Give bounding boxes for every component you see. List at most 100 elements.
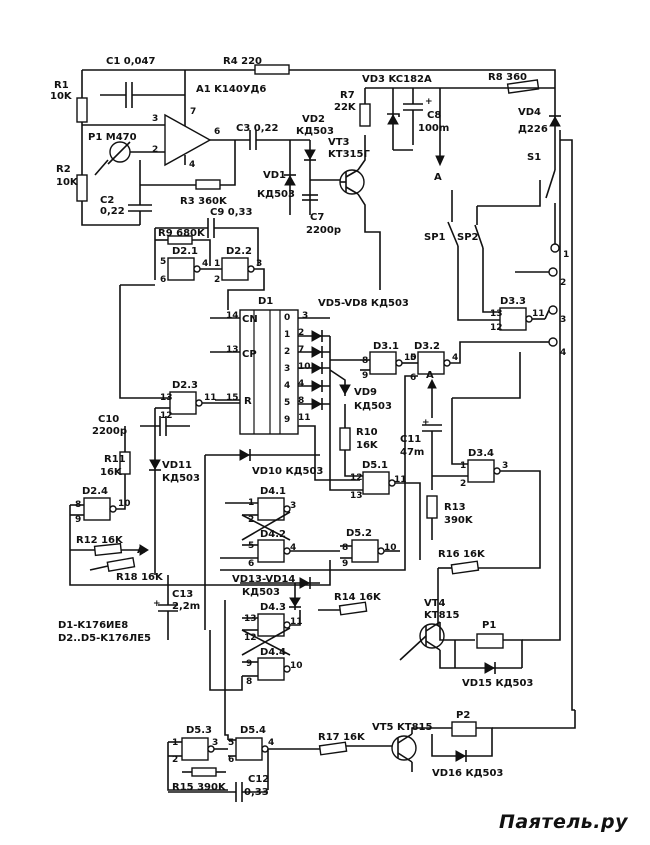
label-vd15: VD15 КД503 [462,678,533,689]
label-c13-value: 2,2m [172,601,200,612]
label-r-pin: R [244,396,252,407]
pin-number: 3 [212,738,218,748]
terminal-2: 2 [515,267,566,288]
label-vd13-vd14: VD13-VD14 [232,574,295,585]
label-r10: R10 [356,427,378,438]
pin-number: 8 [298,396,304,406]
label-d1-type: D1-K176ИE8 [58,620,128,631]
label-vd2: VD2 [302,114,325,125]
capacitor-c2: C2 0,22 [100,160,152,225]
resistor-r18: R18 16K [69,540,331,586]
pin-number: 11 [204,393,217,403]
pin-number: 3 [284,364,290,374]
pin-number: 9 [362,371,368,381]
pin-number: 1 [563,250,569,260]
label-c8: C8 [427,110,441,121]
label-node-a-top: A [434,172,442,183]
pin-number: 1 [172,738,178,748]
pin-number: 9 [284,415,290,425]
pin-number: 5 [410,353,416,363]
label-node-a-left: A [137,545,145,556]
site-watermark: Паятель.ру [499,811,628,833]
pin-number: 12 [244,633,257,643]
label-c10: C10 [98,414,119,425]
pin-number: 11 [290,617,303,627]
label-vd13-vd14-value: КД503 [242,587,280,598]
label-vd4: VD4 [518,107,541,118]
pin-number: 4 [452,353,458,363]
pin-number: 10 [290,661,303,671]
pin-number: 13 [350,491,363,501]
capacitor-c7: C7 2200p [302,179,341,236]
capacitor-c9: C9 0,33 [155,207,259,266]
label-p1: P1 M470 [88,132,137,143]
label-r11: R11 [104,454,126,465]
label-r7-value: 22K [334,102,357,113]
label-d2-type: D2..D5-K176ЛE5 [58,633,151,644]
diode-vd4: VD4 Д226 [518,107,561,170]
label-vd2-value: КД503 [296,126,334,137]
top-rail [81,69,556,118]
label-d5-1: D5.1 [362,460,388,471]
capacitor-c11: A + C11 47m [400,370,468,490]
label-vd16: VD16 КД503 [432,768,503,779]
pin-number: 4 [284,381,290,391]
pin-number: 12 [490,323,503,333]
pin-number: 11 [532,309,545,319]
label-c12: C12 [248,774,269,785]
gate-d3-3: D3.3 13 12 11 3 4 [490,296,566,358]
label-vt3-value: KT315Г [328,149,370,160]
label-c3: C3 0,22 [236,123,278,134]
pin-number: 3 [502,461,508,471]
pin-number: 5 [228,738,234,748]
pin-number: 5 [248,541,254,551]
pin-number: 6 [228,755,234,765]
resistor-r10: R10 16K [339,404,379,460]
gate-d5-2: D5.2 8 9 10 [340,528,400,569]
label-r14: R14 16K [334,592,382,603]
capacitor-c3: C3 0,22 [236,123,310,150]
label-d3-2: D3.2 [414,341,440,352]
pin-number: 11 [298,413,311,423]
label-d4-3: D4.3 [260,602,286,613]
pin-number: 3 [152,114,158,124]
label-vd11-value: КД503 [162,473,200,484]
label-d5-4: D5.4 [240,725,266,736]
gate-d4-3: D4.3 13 12 11 [241,602,303,656]
label-r8: R8 360 [488,72,527,83]
label-r18: R18 16K [116,572,164,583]
gate-d2-2: D2.2 1 2 3 [200,246,265,310]
pin-number: 3 [290,501,296,511]
diode-vd1: VD1 КД503 [257,140,296,215]
label-relay-p2: P2 [456,710,470,721]
pin-number: 1 [284,330,290,340]
capacitor-c8: + C8 100m [393,88,449,151]
potentiometer-p1: P1 M470 [88,132,165,176]
svg-text:+: + [153,599,161,609]
pin-number: 2 [560,278,566,288]
svg-text:+: + [422,418,430,428]
label-r2-value: 10K [56,177,79,188]
gate-d4-1: D4.1 1 2 3 [225,486,296,541]
resistor-r7: R7 22K [334,87,440,127]
label-c7-value: 2200p [306,225,341,236]
label-cp: CP [242,349,257,360]
pin-number: 9 [342,559,348,569]
pin-number: 1 [214,259,220,269]
pin-number: 4 [560,348,566,358]
zener-vd3: VD3 KC182A [362,74,432,150]
label-vd11: VD11 [162,460,192,471]
pin-number: 2 [172,755,178,765]
resistor-r9: R9 680K [154,228,211,280]
opamp-a1: A1 K140УД6 7 3 2 6 4 [82,84,266,170]
gate-d5-3: D5.3 1 2 3 [167,725,228,791]
gate-d2-4: D2.4 8 9 10 [69,486,131,540]
pin-number: 2 [298,328,304,338]
pin-number: 6 [248,559,254,569]
pin-number: 4 [189,160,195,170]
transistor-vt4: VT4 KT815 [399,598,522,669]
resistor-r3: R3 360K [140,140,236,207]
label-vd1-value: КД503 [257,189,295,200]
label-vt4-value: KT815 [424,610,459,621]
label-vd9: VD9 [354,387,377,398]
